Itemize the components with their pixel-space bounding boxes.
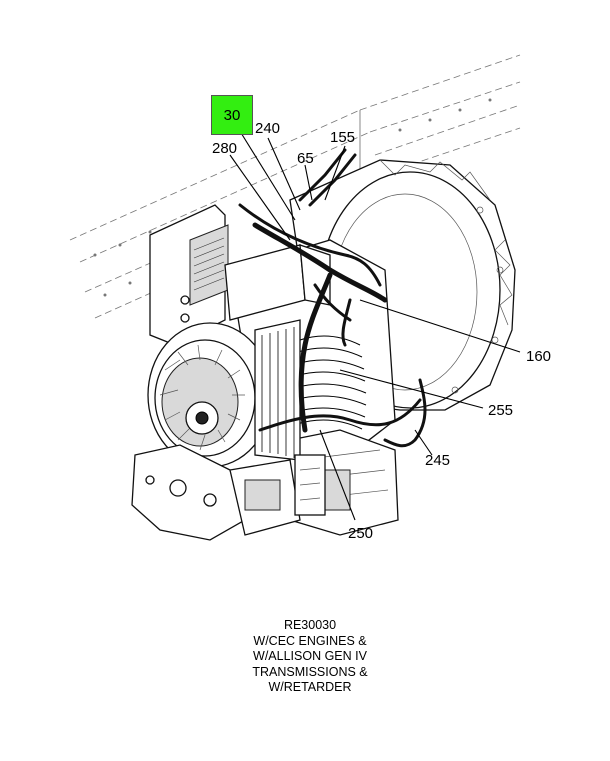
callout-30[interactable]: 30 [223, 107, 241, 124]
callout-280: 280 [212, 140, 237, 157]
callout-160: 160 [526, 348, 551, 365]
tcm-bracket [149, 204, 229, 346]
caption-line-4: TRANSMISSIONS & [252, 664, 368, 679]
highlighted-callout-box[interactable] [211, 95, 253, 135]
callout-245: 245 [425, 452, 450, 469]
output-housing [131, 444, 326, 541]
figure-caption: RE30030 W/CEC ENGINES & W/ALLISON GEN IV… [240, 618, 380, 696]
caption-line-2: W/CEC ENGINES & [253, 633, 367, 648]
retarder-housing [147, 319, 301, 468]
callout-155: 155 [330, 129, 355, 146]
frame-rail [69, 54, 521, 319]
transmission-harness-diagram: 240 155 280 65 160 255 245 250 [69, 54, 551, 542]
callout-65: 65 [297, 150, 314, 167]
caption-line-1: RE30030 [283, 618, 337, 632]
callout-255: 255 [488, 402, 513, 419]
callout-240: 240 [255, 120, 280, 137]
callout-250: 250 [348, 525, 373, 542]
caption-line-3: W/ALLISON GEN IV [253, 649, 367, 664]
wiring-harness [238, 148, 427, 448]
leader-lines [229, 127, 521, 521]
caption-line-5: W/RETARDER [268, 680, 352, 695]
